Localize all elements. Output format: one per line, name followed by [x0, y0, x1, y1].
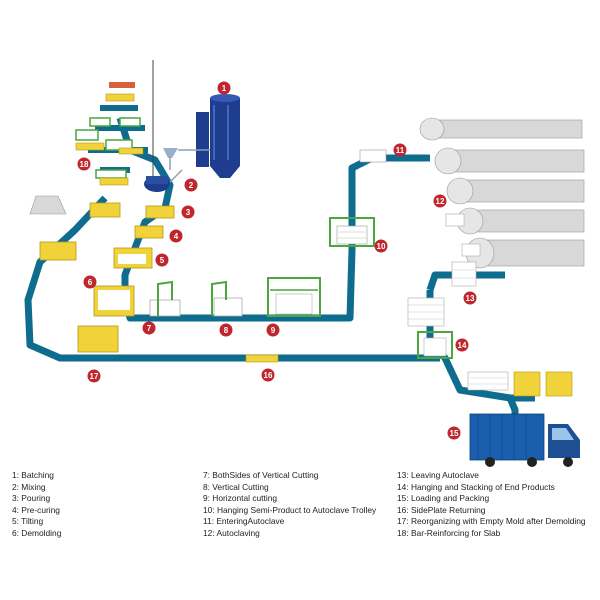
autoclave-trolley-station: [329, 149, 387, 247]
step-marker-3: [181, 205, 195, 219]
step-marker-16: [261, 368, 275, 382]
stacking-area: [407, 261, 573, 397]
step-marker-number: 5: [160, 256, 165, 265]
legend-item: 16: SidePlate Returning: [397, 504, 486, 515]
legend-item: 4: Pre-curing: [12, 504, 60, 515]
conveyor-top-row: [88, 105, 148, 173]
step-marker-7: [142, 321, 156, 335]
step-marker-number: 10: [377, 242, 386, 251]
molds-main-line: [29, 195, 175, 353]
step-marker-1: [217, 81, 231, 95]
legend-item: 15: Loading and Packing: [397, 493, 490, 504]
step-marker-number: 6: [88, 278, 93, 287]
legend-item: 11: EnteringAutoclave: [203, 516, 285, 527]
step-marker-number: 11: [396, 146, 405, 155]
step-marker-2: [184, 178, 198, 192]
step-marker-9: [266, 323, 280, 337]
step-marker-number: 15: [450, 429, 459, 438]
legend-item: 7: BothSides of Vertical Cutting: [203, 470, 319, 480]
step-marker-number: 12: [436, 197, 445, 206]
legend-column-3: 13: Leaving Autoclave 14: Hanging and St…: [397, 470, 586, 540]
step-marker-13: [463, 291, 477, 305]
legend-item: 3: Pouring: [12, 493, 51, 504]
legend-column-2: 7: BothSides of Vertical Cutting 8: Vert…: [203, 470, 376, 540]
step-marker-4: [169, 229, 183, 243]
conveyor-left-return: [24, 195, 440, 362]
conveyor-main-loop: [116, 116, 430, 322]
step-marker-number: 7: [147, 324, 152, 333]
legend-item: 13: Leaving Autoclave: [397, 470, 479, 480]
step-marker-number: 2: [189, 181, 194, 190]
step-marker-number: 4: [174, 232, 179, 241]
cutting-machines: [149, 277, 321, 317]
step-marker-number: 18: [80, 160, 89, 169]
legend: 1: Batching 2: Mixing 3: Pouring 4: Pre-…: [0, 470, 600, 580]
legend-item: 2: Mixing: [12, 481, 46, 492]
legend-item: 14: Hanging and Stacking of End Products: [397, 481, 555, 492]
legend-item: 8: Vertical Cutting: [203, 481, 269, 492]
legend-item: 6: Demolding: [12, 527, 62, 538]
mixer: [144, 60, 183, 192]
legend-item: 9: Horizontal cutting: [203, 493, 278, 504]
legend-item: 5: Tilting: [12, 516, 44, 527]
step-marker-15: [447, 426, 461, 440]
step-marker-number: 16: [264, 371, 273, 380]
step-marker-8: [219, 323, 233, 337]
step-marker-number: 17: [90, 372, 99, 381]
step-marker-10: [374, 239, 388, 253]
step-marker-number: 1: [222, 84, 227, 93]
step-marker-18: [77, 157, 91, 171]
conveyor-lines: [24, 105, 535, 420]
step-marker-11: [393, 143, 407, 157]
legend-column-1: 1: Batching 2: Mixing 3: Pouring 4: Pre-…: [12, 470, 61, 540]
legend-item: 10: Hanging Semi-Product to Autoclave Tr…: [203, 504, 377, 515]
step-marker-number: 9: [271, 326, 276, 335]
step-marker-5: [155, 253, 169, 267]
truck: [469, 413, 580, 467]
legend-item: 1: Batching: [12, 470, 54, 480]
legend-item: 17: Reorganizing with Empty Mold after D…: [397, 516, 586, 527]
legend-item: 12: Autoclaving: [203, 527, 260, 538]
step-marker-number: 14: [458, 341, 467, 350]
step-marker-number: 8: [224, 326, 229, 335]
step-marker-number: 13: [466, 294, 475, 303]
step-marker-12: [433, 194, 447, 208]
legend-item: 18: Bar-Reinforcing for Slab: [397, 527, 501, 538]
autoclaves: [419, 117, 585, 269]
step-marker-6: [83, 275, 97, 289]
step-marker-number: 3: [186, 208, 191, 217]
step-marker-14: [455, 338, 469, 352]
top-reinforcement-area: [75, 82, 144, 186]
side-plate: [245, 354, 279, 363]
batching-silos: [163, 94, 240, 178]
step-marker-17: [87, 369, 101, 383]
